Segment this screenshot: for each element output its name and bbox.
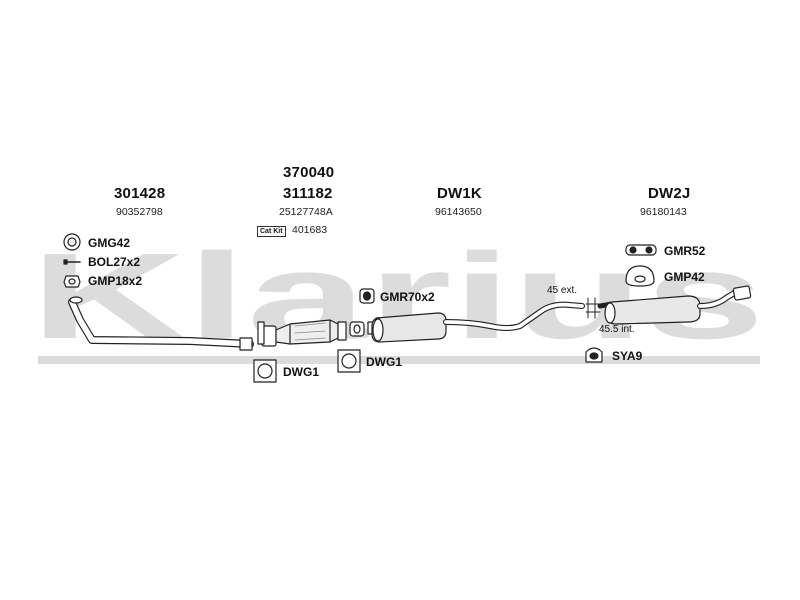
rear-silencer: [597, 285, 752, 325]
part-label-dwg1-b: DWG1: [366, 355, 402, 369]
watermark-bar: [38, 356, 760, 364]
section-code-dw1k: DW1K: [437, 185, 482, 202]
gmr70-ring-icon: [359, 288, 375, 304]
dwg1-gasket-icon-b: [337, 349, 361, 373]
front-pipe: [68, 296, 254, 351]
section-code-301428: 301428: [114, 185, 166, 202]
flange-gaskets: [257, 321, 365, 345]
section-code-311182: 311182: [283, 185, 333, 202]
part-label-bol27x2: BOL27x2: [88, 255, 141, 269]
sya9-clamp-icon: [585, 347, 603, 363]
middle-silencer: [367, 301, 585, 343]
gmg42-icon: [63, 233, 81, 251]
part-label-gmg42: GMG42: [88, 236, 131, 250]
catalytic-converter: [261, 319, 347, 347]
part-label-dwg1-a: DWG1: [283, 365, 319, 379]
section-code-dw2j: DW2J: [648, 185, 691, 202]
gmp42-gasket-icon: [625, 265, 655, 287]
gmr52-rubber-icon: [625, 244, 657, 256]
section-oe-90352798: 90352798: [116, 206, 163, 218]
dimension-ext: 45 ext.: [547, 285, 578, 296]
dwg1-gasket-icon-a: [253, 359, 277, 383]
section-code-370040: 370040: [283, 164, 335, 181]
gmp18-gasket-icon: [63, 275, 81, 288]
cat-kit-number: 401683: [292, 224, 328, 236]
section-oe-25127748a: 25127748A: [279, 206, 333, 218]
part-label-gmp42: GMP42: [664, 270, 705, 284]
part-label-gmp18x2: GMP18x2: [88, 274, 143, 288]
section-oe-96143650: 96143650: [435, 206, 482, 218]
pipe-joint: [585, 297, 601, 319]
bolt-icon: [63, 259, 81, 265]
part-label-sya9: SYA9: [612, 349, 643, 363]
cat-kit-badge: Cat Kit: [257, 226, 286, 237]
part-label-gmr52: GMR52: [664, 244, 706, 258]
part-label-gmr70x2: GMR70x2: [380, 290, 435, 304]
dimension-int: 45.5 int.: [599, 324, 635, 335]
section-oe-96180143: 96180143: [640, 206, 687, 218]
